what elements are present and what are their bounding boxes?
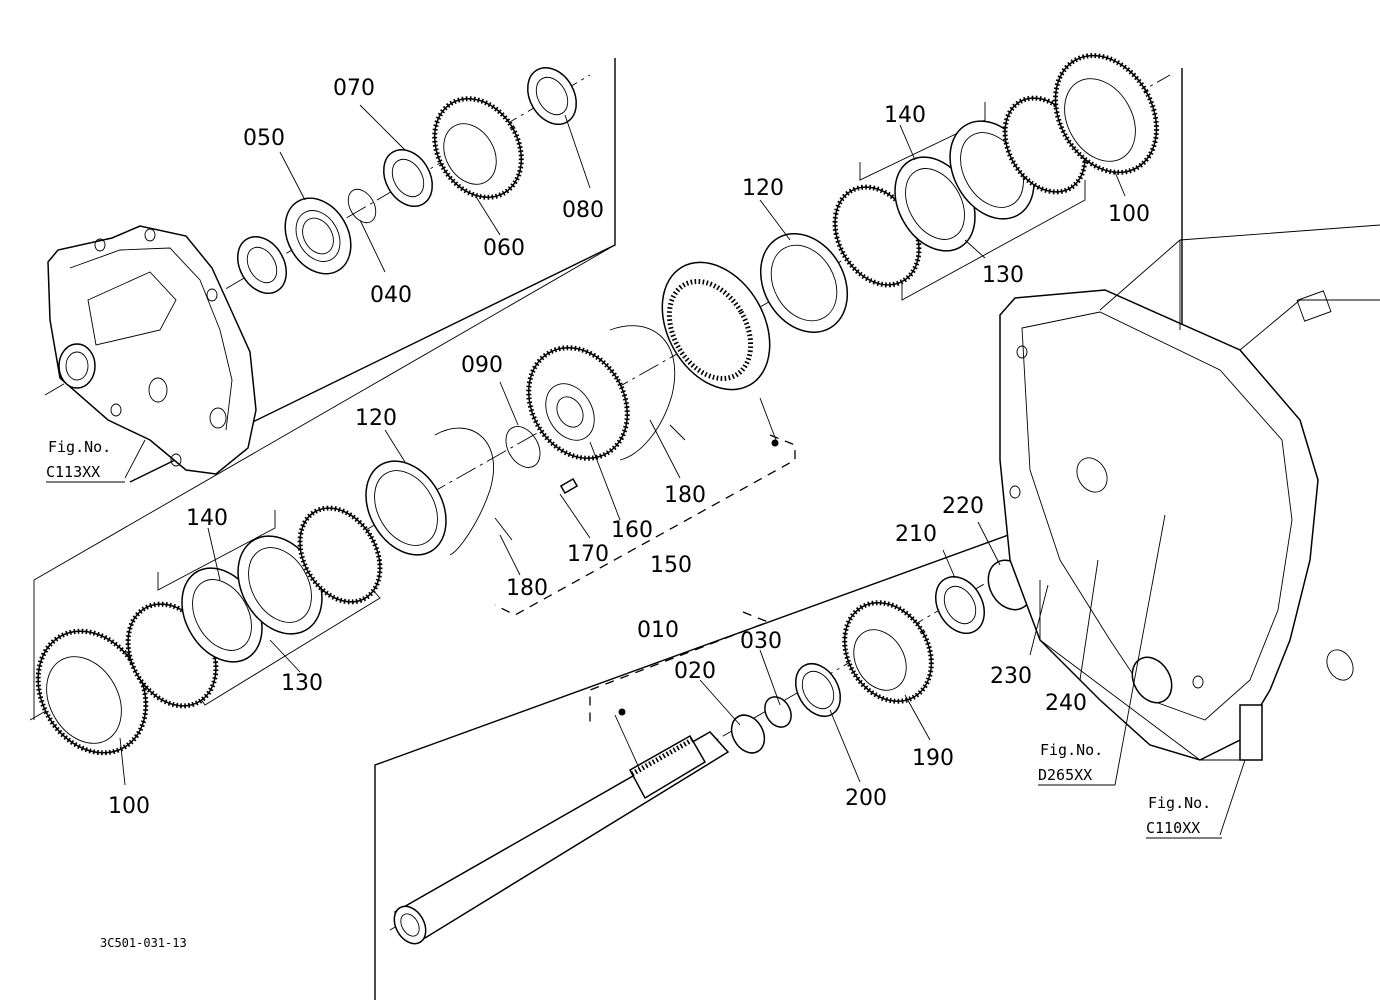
callout-200: 200 bbox=[845, 786, 887, 811]
callout-020: 020 bbox=[674, 659, 716, 684]
group-markers bbox=[618, 439, 779, 716]
callout-210: 210 bbox=[895, 522, 937, 547]
fig-ref-c110: Fig.No. C110XX bbox=[1146, 794, 1222, 839]
callout-120-right: 120 bbox=[742, 176, 784, 201]
fig-ref-label: Fig.No. bbox=[48, 438, 111, 456]
main-housing bbox=[999, 224, 1380, 761]
housing-cover bbox=[47, 225, 257, 475]
callout-140-right: 140 bbox=[884, 103, 926, 128]
callout-060: 060 bbox=[483, 236, 525, 261]
callout-120-left: 120 bbox=[355, 406, 397, 431]
callout-160: 160 bbox=[611, 518, 653, 543]
callout-140-left: 140 bbox=[186, 506, 228, 531]
callout-170: 170 bbox=[567, 542, 609, 567]
callout-010: 010 bbox=[637, 618, 679, 643]
callout-150: 150 bbox=[650, 553, 692, 578]
leader-lines bbox=[119, 104, 1246, 836]
callout-050: 050 bbox=[243, 126, 285, 151]
fig-ref-code: D265XX bbox=[1038, 766, 1092, 784]
callout-130-left: 130 bbox=[281, 671, 323, 696]
group-frames bbox=[33, 58, 1183, 1000]
fig-ref-label: Fig.No. bbox=[1148, 794, 1211, 812]
callout-180-left: 180 bbox=[506, 576, 548, 601]
callout-labels: 070 050 040 060 080 090 100 100 120 120 … bbox=[100, 76, 1150, 950]
callout-180-right: 180 bbox=[664, 483, 706, 508]
callout-220: 220 bbox=[942, 494, 984, 519]
diagram-code: 3C501-031-13 bbox=[100, 936, 187, 950]
callout-090: 090 bbox=[461, 353, 503, 378]
callout-230: 230 bbox=[990, 664, 1032, 689]
callout-100-left: 100 bbox=[108, 794, 150, 819]
callout-070: 070 bbox=[333, 76, 375, 101]
callout-030: 030 bbox=[740, 629, 782, 654]
fig-ref-code: C113XX bbox=[46, 463, 100, 481]
fig-ref-label: Fig.No. bbox=[1040, 741, 1103, 759]
callout-190: 190 bbox=[912, 746, 954, 771]
middle-parts bbox=[35, 53, 1159, 756]
callout-130-right: 130 bbox=[982, 263, 1024, 288]
fig-ref-code: C110XX bbox=[1146, 819, 1200, 837]
callout-100-right: 100 bbox=[1108, 202, 1150, 227]
callout-240: 240 bbox=[1045, 691, 1087, 716]
callout-040: 040 bbox=[370, 283, 412, 308]
callout-080: 080 bbox=[562, 198, 604, 223]
fig-ref-d265: Fig.No. D265XX bbox=[1038, 741, 1115, 786]
upper-parts bbox=[237, 67, 577, 294]
fig-ref-c113: Fig.No. C113XX bbox=[46, 438, 125, 483]
